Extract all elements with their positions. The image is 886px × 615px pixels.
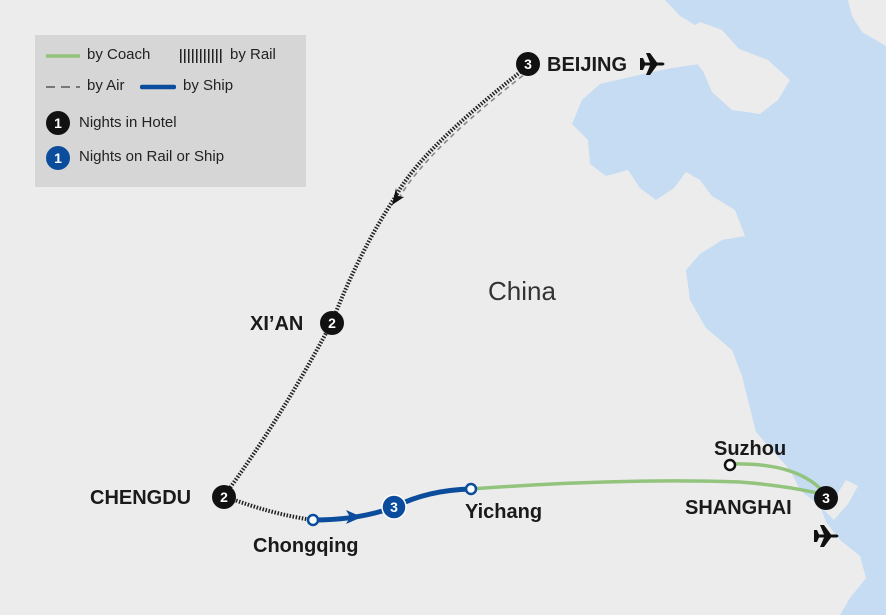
ship-direction-arrow	[346, 510, 362, 524]
legend-rail-label: by Rail	[230, 46, 276, 63]
svg-text:2: 2	[328, 315, 336, 331]
badge-shanghai: 3	[814, 486, 838, 510]
airplane-icon	[814, 525, 839, 547]
sea	[572, 0, 886, 615]
badge-chengdu: 2	[212, 485, 236, 509]
svg-text:2: 2	[220, 489, 228, 505]
hotel-badge-swatch: 1	[46, 111, 70, 135]
ship-swatch	[140, 84, 176, 90]
badge-beijing: 3	[516, 52, 540, 76]
svg-text:1: 1	[54, 150, 62, 166]
coach-route-yichang-shanghai	[470, 479, 827, 497]
peninsula	[686, 22, 750, 92]
coach-swatch	[46, 54, 80, 58]
airplane-icon	[640, 53, 665, 75]
legend: by Coach by Rail by Air by Ship 1 Nights…	[35, 35, 306, 187]
island	[848, 0, 886, 46]
city-label-yichang: Yichang	[465, 501, 542, 523]
badge-ship-leg: 3	[381, 494, 407, 520]
legend-rail-ship-label: Nights on Rail or Ship	[79, 148, 225, 165]
stop-marker-suzhou	[723, 458, 737, 472]
city-label-shanghai: SHANGHAI	[685, 497, 792, 519]
stop-marker-yichang	[464, 482, 478, 496]
rail-swatch	[180, 49, 222, 63]
country-label: China	[488, 276, 556, 306]
stop-marker-chongqing	[306, 513, 320, 527]
legend-hotel-label: Nights in Hotel	[79, 114, 177, 131]
svg-text:3: 3	[390, 499, 398, 515]
badge-xian: 2	[320, 311, 344, 335]
legend-coach-label: by Coach	[87, 46, 151, 63]
rail-route	[220, 64, 530, 522]
city-label-beijing: BEIJING	[547, 54, 627, 76]
legend-air-label: by Air	[87, 77, 125, 94]
city-label-chongqing: Chongqing	[253, 535, 359, 557]
air-swatch	[46, 86, 80, 88]
ship-badge-swatch: 1	[46, 146, 70, 170]
svg-text:1: 1	[54, 115, 62, 131]
city-label-chengdu: CHENGDU	[90, 487, 191, 509]
svg-text:3: 3	[822, 490, 830, 506]
legend-ship-label: by Ship	[183, 77, 234, 94]
city-label-xian: XI’AN	[250, 313, 303, 335]
city-label-suzhou: Suzhou	[714, 438, 786, 460]
coast-shanghai	[820, 480, 858, 520]
air-route	[397, 69, 531, 201]
air-direction-arrow	[392, 188, 404, 205]
svg-text:3: 3	[524, 56, 532, 72]
